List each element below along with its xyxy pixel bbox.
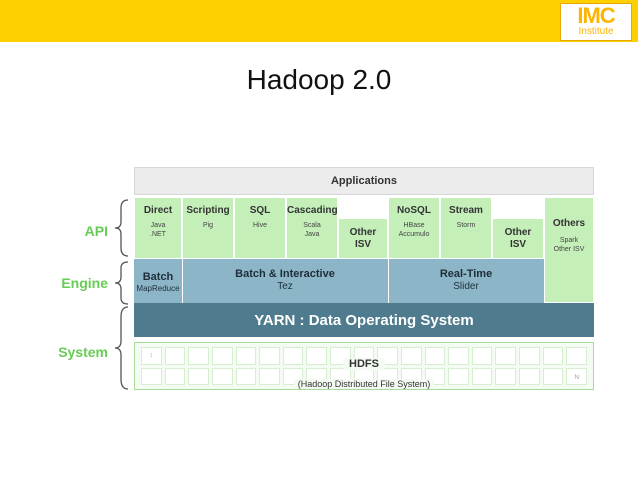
hdfs-cell <box>235 347 257 365</box>
hdfs-cell <box>259 367 280 385</box>
tile-subtitle: Spark Other ISV <box>553 237 585 253</box>
system-label: System <box>58 344 108 360</box>
tile-title: Others <box>552 218 586 229</box>
tile-subtitle: Scala Java <box>303 222 321 238</box>
yarn-label: YARN : Data Operating System <box>254 311 474 329</box>
tile-title: SQL <box>249 205 271 216</box>
api-tile-cascading: Cascading Scala Java <box>286 197 338 259</box>
engine-label: Engine <box>61 275 108 291</box>
api-tile-stream: Stream Storm <box>440 197 492 259</box>
hdfs-cell <box>164 367 186 385</box>
hdfs-cell <box>306 347 328 365</box>
hdfs-title: HDFS <box>343 358 385 370</box>
top-banner <box>0 0 638 42</box>
hdfs-cell <box>542 367 564 385</box>
tile-title: NoSQL <box>397 205 431 216</box>
engine-divider <box>388 259 389 303</box>
engine-title: Batch & Interactive <box>235 268 335 280</box>
hdfs-cell: 1 <box>141 347 162 365</box>
applications-label: Applications <box>330 175 397 187</box>
hdfs-cell <box>164 347 186 365</box>
api-tile-other-isv-2: Other ISV <box>492 218 544 259</box>
hdfs-cell <box>400 347 422 365</box>
hdfs-cell <box>141 367 162 385</box>
engine-subtitle: Slider <box>453 281 479 292</box>
hdfs-cell <box>495 347 517 365</box>
engine-title: Real-Time <box>439 268 493 280</box>
tile-subtitle: Storm <box>456 222 476 229</box>
tile-subtitle: Hive <box>252 222 267 229</box>
tile-subtitle: HBase Accumulo <box>398 222 430 238</box>
hdfs-cell <box>424 347 446 365</box>
engine-subtitle: Tez <box>277 281 293 292</box>
hdfs-subtitle-wrap: (Hadoop Distributed File System) <box>135 374 593 392</box>
hdfs-cell <box>211 367 233 385</box>
logo-sub-text: Institute <box>578 26 614 37</box>
hdfs-cell <box>282 347 304 365</box>
api-tile-direct: Direct Java .NET <box>134 197 182 259</box>
tile-subtitle: Pig <box>202 222 214 229</box>
hdfs-cell <box>519 347 540 365</box>
hdfs-first-cell-label: 1 <box>149 352 153 359</box>
tile-title: Scripting <box>186 205 230 216</box>
api-brace-icon <box>114 199 129 257</box>
api-tile-nosql: NoSQL HBase Accumulo <box>388 197 440 259</box>
engine-divider <box>182 259 183 303</box>
hdfs-cell <box>566 367 587 385</box>
hdfs-cell <box>566 347 587 365</box>
tile-title: Other ISV <box>504 227 532 250</box>
imc-institute-logo: IMC Institute <box>560 3 632 41</box>
hdfs-cell <box>211 347 233 365</box>
api-label: API <box>84 223 108 239</box>
hdfs-cell <box>471 367 493 385</box>
engine-title: Batch <box>142 271 174 283</box>
hdfs-cell <box>542 347 564 365</box>
engine-real-time: Real-Time Slider <box>388 268 544 292</box>
hdfs-cell <box>448 367 469 385</box>
hdfs-cell <box>471 347 493 365</box>
tile-title: Direct <box>143 205 173 216</box>
hdfs-last-cell-label: N <box>574 375 579 381</box>
applications-bar: Applications <box>134 167 594 195</box>
logo-main-text: IMC <box>577 3 615 28</box>
api-tile-scripting: Scripting Pig <box>182 197 234 259</box>
tile-title: Cascading <box>287 205 338 216</box>
tile-subtitle: Java .NET <box>150 222 166 238</box>
api-tile-sql: SQL Hive <box>234 197 286 259</box>
hdfs-caption: HDFS (Hadoop Distributed File System) <box>135 354 593 392</box>
hdfs-cell <box>448 347 469 365</box>
tile-title: Stream <box>449 205 483 216</box>
engine-batch-interactive: Batch & Interactive Tez <box>182 268 388 292</box>
slide-title: Hadoop 2.0 <box>246 64 392 95</box>
hdfs-subtitle: (Hadoop Distributed File System) <box>293 379 435 389</box>
hdfs-cell <box>259 347 280 365</box>
api-tile-others: Others Spark Other ISV <box>544 197 594 303</box>
hdfs-cell <box>235 367 257 385</box>
api-tile-other-isv-1: Other ISV <box>338 218 388 259</box>
engine-band <box>134 259 594 303</box>
hdfs-cell <box>495 367 517 385</box>
tile-title: Other ISV <box>349 227 377 250</box>
engine-brace-icon <box>114 261 129 305</box>
hdfs-band: 1 <box>134 342 594 390</box>
hdfs-cell <box>188 347 209 365</box>
system-brace-icon <box>114 306 129 390</box>
hdfs-cell <box>519 367 540 385</box>
hdfs-cell <box>188 367 209 385</box>
yarn-band: YARN : Data Operating System <box>134 303 594 337</box>
engine-batch: Batch MapReduce <box>134 271 182 293</box>
engine-subtitle: MapReduce <box>136 284 180 293</box>
